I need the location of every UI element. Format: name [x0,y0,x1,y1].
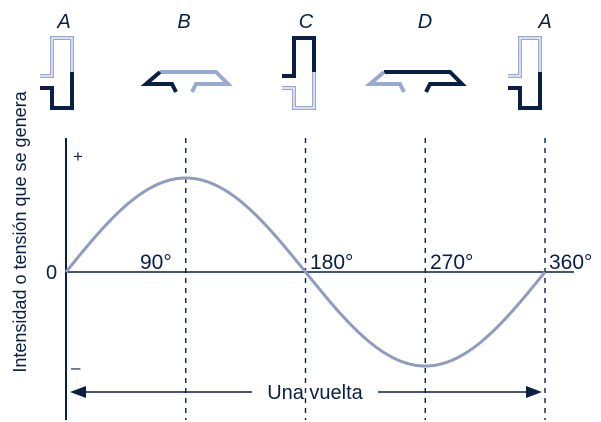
position-label-a-end: A [537,11,551,33]
position-label-b: B [177,11,190,33]
zero-label: 0 [46,262,57,284]
dashed-guides [185,138,546,420]
angle-label-180: 180° [310,251,353,274]
position-label-d: D [418,11,432,33]
angle-label-360: 360° [549,251,592,274]
one-turn-span-arrow [70,386,542,398]
plus-sign-label: + [73,147,83,166]
minus-sign-label: – [71,358,81,377]
coil-icon-d [364,70,467,93]
coil-icon-c [282,36,316,110]
position-label-a-start: A [56,11,70,33]
one-turn-label: Una vuelta [267,382,363,404]
coil-icon-b [140,70,233,93]
coil-icon-a-end [508,36,542,110]
coil-icon-a-start [40,36,74,110]
y-axis-title: Intensidad o tensión que se genera [10,90,30,372]
angle-label-90: 90° [140,251,172,274]
right-arrowhead-icon [526,386,542,398]
angle-label-270: 270° [430,251,473,274]
sine-wave-curve [64,176,547,368]
left-arrowhead-icon [70,386,86,398]
position-label-c: C [299,11,314,33]
